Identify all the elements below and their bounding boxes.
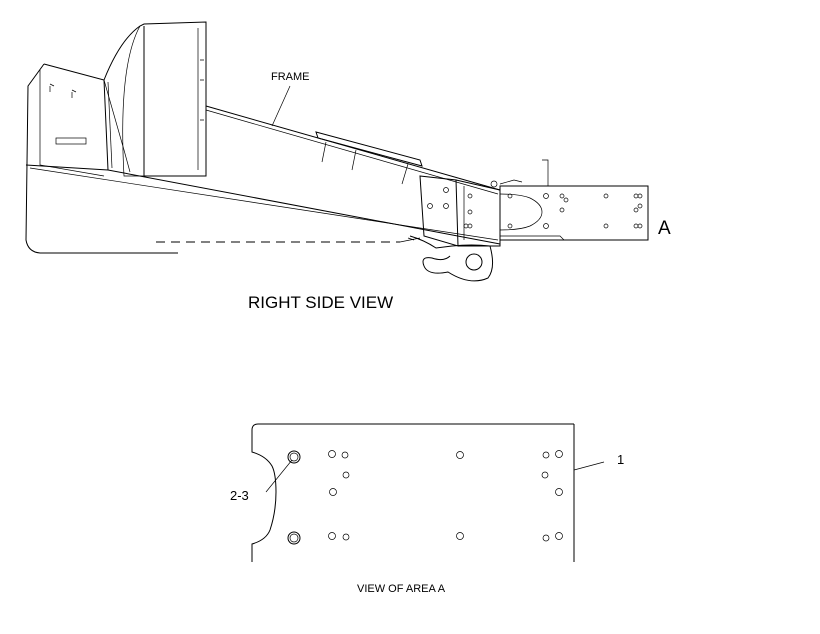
part-number-1: 1 [617,452,624,467]
area-a-detail-drawing [251,423,605,562]
view-of-area-a-title: VIEW OF AREA A [357,583,446,595]
right-side-view-title: RIGHT SIDE VIEW [248,293,393,312]
right-side-view-drawing [25,21,649,282]
frame-label: FRAME [271,71,310,83]
part-number-2-3: 2-3 [230,488,249,503]
area-a-marker: A [658,218,671,239]
